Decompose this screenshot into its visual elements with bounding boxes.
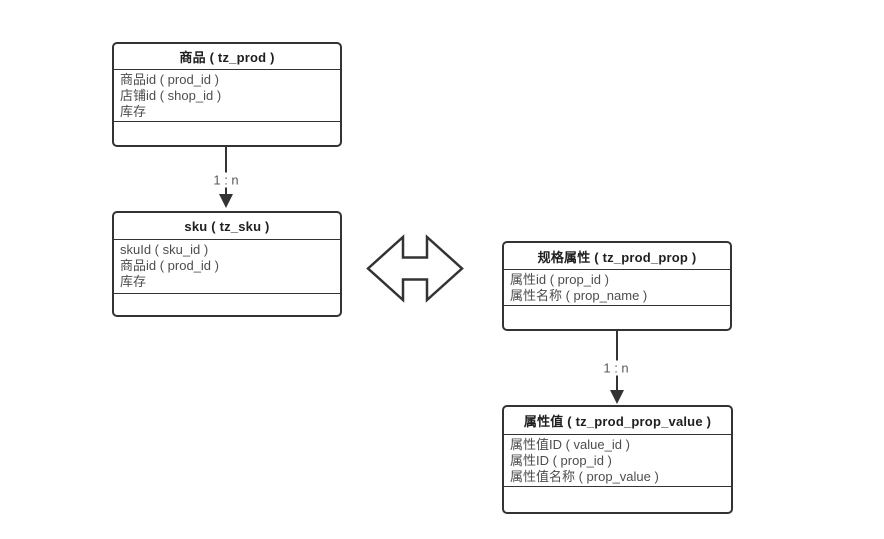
entity-sku[interactable]: sku ( tz_sku ) skuId ( sku_id ) 商品id ( p… (112, 211, 342, 317)
entity-field: 商品id ( prod_id ) (120, 258, 219, 273)
cardinality-label: 1 : n (600, 360, 632, 376)
entity-empty-section (114, 122, 340, 145)
entity-sku-title: sku ( tz_sku ) (114, 213, 340, 240)
entity-field: 库存 (120, 104, 147, 119)
entity-field: 属性id ( prop_id ) (510, 272, 609, 287)
entity-field: 属性值名称 ( prop_value ) (510, 469, 659, 484)
entity-prod-prop[interactable]: 规格属性 ( tz_prod_prop ) 属性id ( prop_id ) 属… (502, 241, 732, 331)
entity-prod-title: 商品 ( tz_prod ) (114, 44, 340, 70)
entity-field: skuId ( sku_id ) (120, 242, 209, 257)
entity-prod[interactable]: 商品 ( tz_prod ) 商品id ( prod_id ) 店铺id ( s… (112, 42, 342, 147)
entity-prod-prop-fields: 属性id ( prop_id ) 属性名称 ( prop_name ) (504, 270, 730, 306)
entity-field: 属性值ID ( value_id ) (510, 437, 630, 452)
entity-prod-prop-value-fields: 属性值ID ( value_id ) 属性ID ( prop_id ) 属性值名… (504, 435, 731, 487)
arrowhead-down-icon (219, 194, 233, 208)
entity-prod-fields: 商品id ( prod_id ) 店铺id ( shop_id ) 库存 (114, 70, 340, 122)
entity-prod-prop-title: 规格属性 ( tz_prod_prop ) (504, 243, 730, 270)
entity-empty-section (114, 294, 340, 315)
cardinality-label: 1 : n (210, 172, 242, 188)
entity-field: 商品id ( prod_id ) (120, 72, 219, 87)
entity-empty-section (504, 306, 730, 329)
entity-field: 店铺id ( shop_id ) (120, 88, 222, 103)
entity-field: 库存 (120, 274, 147, 289)
entity-empty-section (504, 487, 731, 512)
entity-prod-prop-value-title: 属性值 ( tz_prod_prop_value ) (504, 407, 731, 435)
entity-prod-prop-value[interactable]: 属性值 ( tz_prod_prop_value ) 属性值ID ( value… (502, 405, 733, 514)
double-arrow-icon[interactable] (366, 234, 464, 303)
arrowhead-down-icon (610, 390, 624, 404)
entity-field: 属性名称 ( prop_name ) (510, 288, 648, 303)
entity-field: 属性ID ( prop_id ) (510, 453, 612, 468)
entity-sku-fields: skuId ( sku_id ) 商品id ( prod_id ) 库存 (114, 240, 340, 294)
